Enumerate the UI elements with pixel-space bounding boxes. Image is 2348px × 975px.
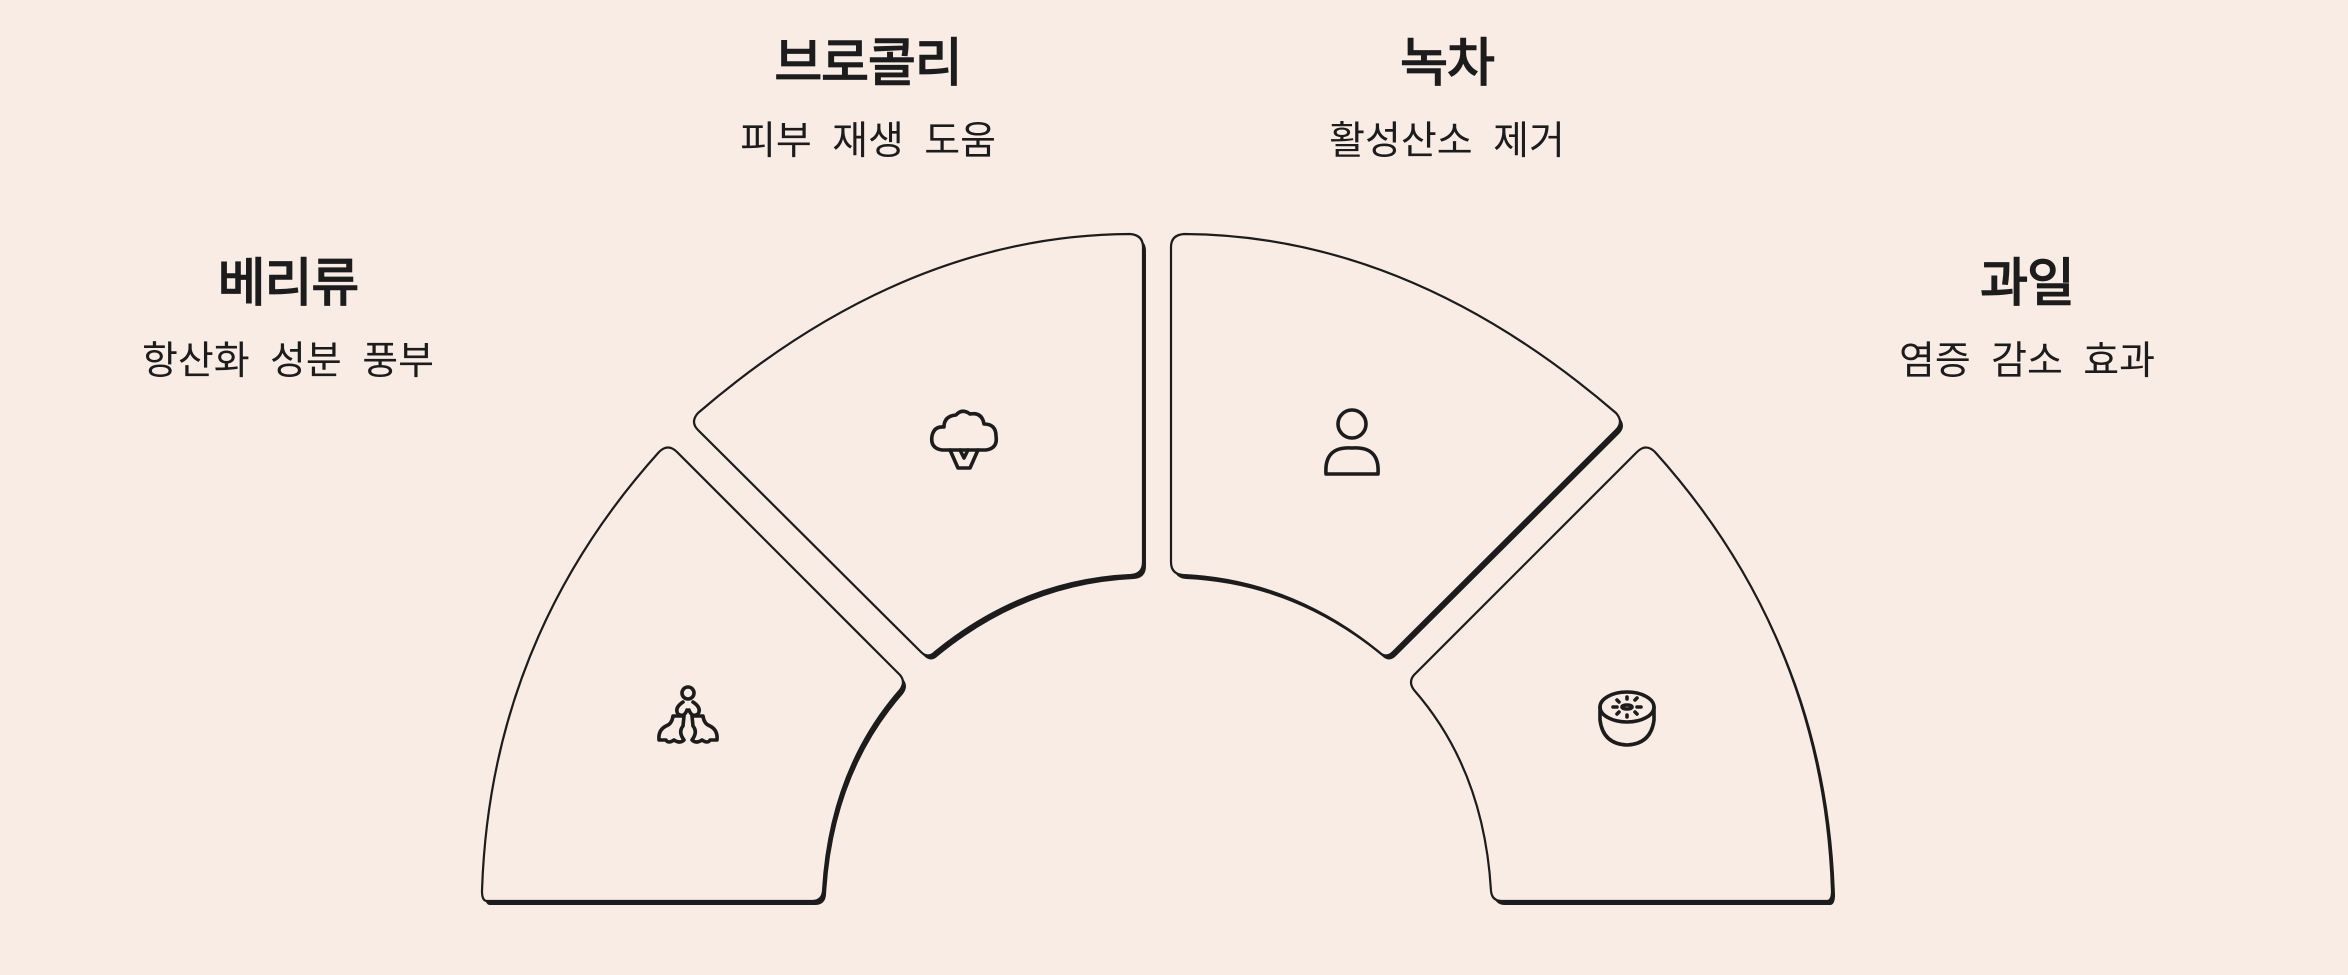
segment-description: 활성산소 제거 — [1329, 119, 1565, 164]
segment-description: 피부 재생 도움 — [739, 119, 997, 164]
person-icon — [1324, 408, 1380, 476]
label-berries: 베리류 항산화 성분 풍부 — [68, 253, 508, 387]
segment-berries — [480, 446, 906, 905]
label-fruit: 과일 염증 감소 효과 — [1807, 253, 2247, 387]
segment-description: 항산화 성분 풍부 — [142, 339, 434, 384]
broccoli-icon — [929, 409, 999, 470]
segment-fruit — [1409, 446, 1835, 905]
segment-green-tea — [1169, 232, 1623, 660]
holly-berry-icon — [657, 685, 719, 744]
kiwi-icon — [1598, 690, 1656, 747]
segment-title: 브로콜리 — [774, 34, 962, 94]
segment-title: 베리류 — [217, 254, 360, 314]
label-green-tea: 녹차 활성산소 제거 — [1227, 33, 1667, 167]
segment-description: 염증 감소 효과 — [1898, 339, 2156, 384]
label-broccoli: 브로콜리 피부 재생 도움 — [648, 33, 1088, 167]
segment-title: 과일 — [1980, 254, 2075, 314]
segment-broccoli — [692, 232, 1146, 660]
segment-title: 녹차 — [1400, 34, 1495, 94]
